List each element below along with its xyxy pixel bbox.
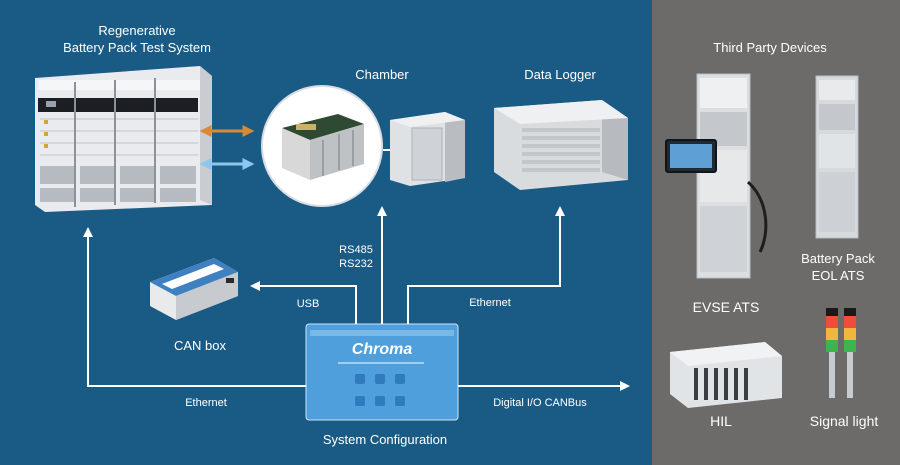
digital-io-canbus-label: Digital I/O CANBus [493,397,587,409]
ethernet-left-label: Ethernet [185,397,227,409]
chamber-label: Chamber [355,67,409,82]
signal-light-label: Signal light [809,413,879,429]
system-title-line1: Regenerative [98,23,176,38]
usb-arrow [250,281,357,324]
battery-pack-label-line2: EOL ATS [811,268,865,283]
chamber-image [390,112,465,186]
battery-module-image [261,85,383,207]
battery-pack-label-line1: Battery Pack [801,251,875,266]
usb-label: USB [296,298,320,310]
signal-light-image [826,308,856,398]
ethernet-right-label: Ethernet [469,297,511,309]
system-configuration-label: System Configuration [322,432,448,447]
ethernet-right-arrow [407,206,565,324]
evse-ats-image [665,73,768,279]
battery-pack-eol-ats-image [815,75,859,239]
battery-test-system-image [35,66,212,212]
chroma-logo: Chroma [351,341,413,358]
system-title-line2: Battery Pack Test System [63,40,211,55]
third-party-title: Third Party Devices [713,40,827,55]
rs232-label: RS232 [339,258,373,270]
hil-label: HIL [710,413,732,429]
rs485-label: RS485 [339,244,373,256]
can-box-image [150,258,238,320]
data-logger-image [494,100,628,190]
system-configuration-screen [305,323,459,421]
ethernet-left-arrow [83,227,306,387]
can-box-label: CAN box [173,338,227,353]
evse-ats-label: EVSE ATS [692,299,760,315]
data-logger-label: Data Logger [524,67,596,82]
hil-image [670,342,782,408]
